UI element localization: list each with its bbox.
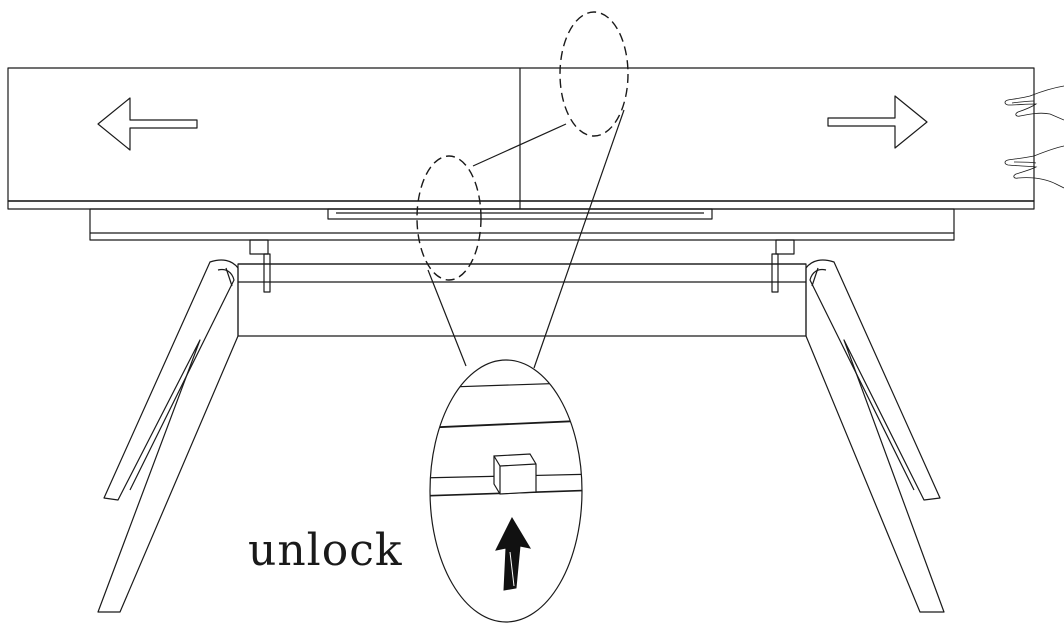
left-bracket: [249, 239, 269, 255]
right-bracket: [775, 239, 795, 255]
detail-markers: [416, 11, 629, 369]
table-top-lip: [7, 200, 1035, 210]
arrow-left-icon: [97, 97, 198, 151]
unlock-label: unlock: [248, 525, 403, 576]
apron: [89, 208, 955, 241]
left-leg: [97, 259, 239, 613]
hands-icon: [1004, 85, 1064, 189]
arrow-up-icon: [495, 516, 532, 591]
magnified-view: [429, 359, 583, 623]
slide-rail: [327, 208, 713, 220]
cross-rail: [237, 263, 807, 337]
leader-line-left: [427, 269, 467, 367]
arrow-right-icon: [827, 95, 928, 149]
lock-detail-ellipse: [416, 155, 482, 281]
under-frame: [89, 208, 955, 337]
table-top-outline: [7, 67, 1035, 202]
right-leg: [805, 259, 945, 613]
ellipse-connector: [472, 123, 567, 167]
top-detail-ellipse: [559, 11, 629, 137]
leader-line-right: [533, 109, 625, 369]
table-top: [7, 67, 1035, 210]
